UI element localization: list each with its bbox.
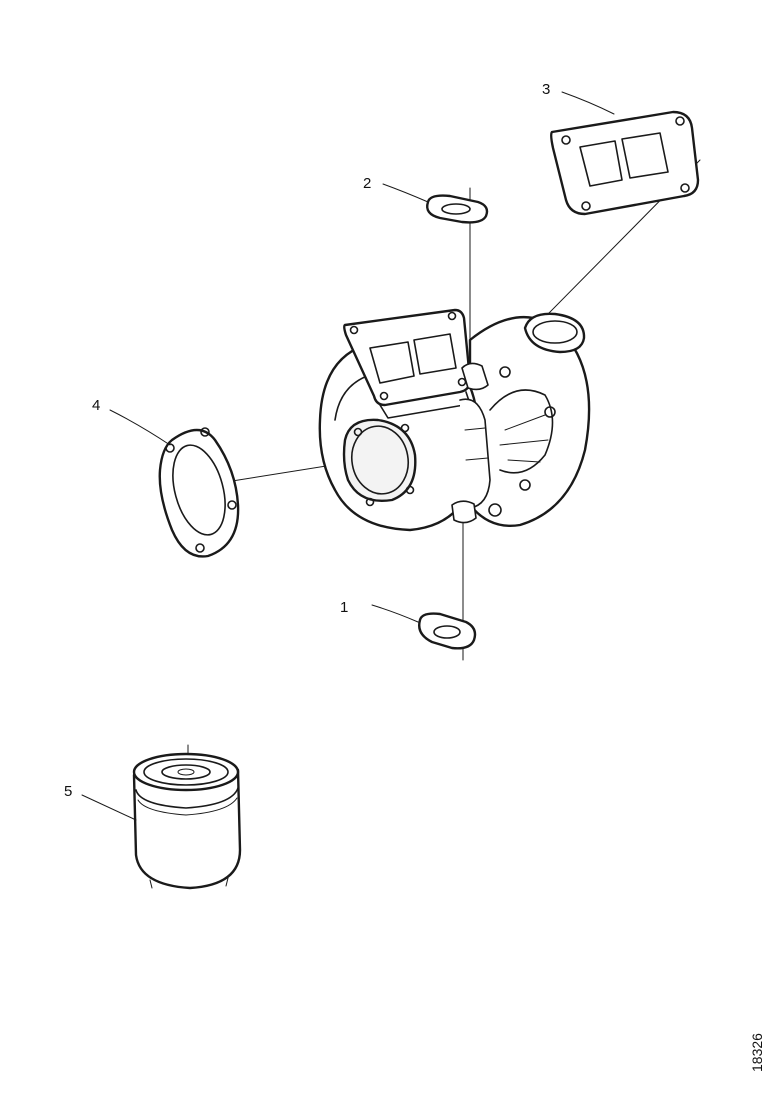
gasket-small-upper [426, 194, 489, 224]
oil-filter [132, 752, 242, 890]
callout-label-5: 5 [64, 783, 72, 800]
leader-3 [561, 91, 615, 115]
callout-label-4: 4 [92, 397, 100, 414]
leader-5 [81, 794, 137, 821]
callout-leaders [81, 91, 615, 821]
gasket-round-flange [158, 427, 240, 558]
callout-label-2: 2 [363, 175, 371, 192]
callout-label-1: 1 [340, 599, 348, 616]
callout-labels: 1 2 3 4 5 [64, 81, 550, 800]
gasket-small-lower [418, 612, 477, 650]
leader-2 [382, 183, 429, 203]
leader-4 [109, 409, 171, 446]
gasket-rectangular-flange [550, 110, 700, 216]
figure-id: 18326 [749, 1033, 765, 1072]
leader-1 [371, 604, 419, 623]
callout-label-3: 3 [542, 81, 550, 98]
turbocharger [318, 308, 591, 532]
